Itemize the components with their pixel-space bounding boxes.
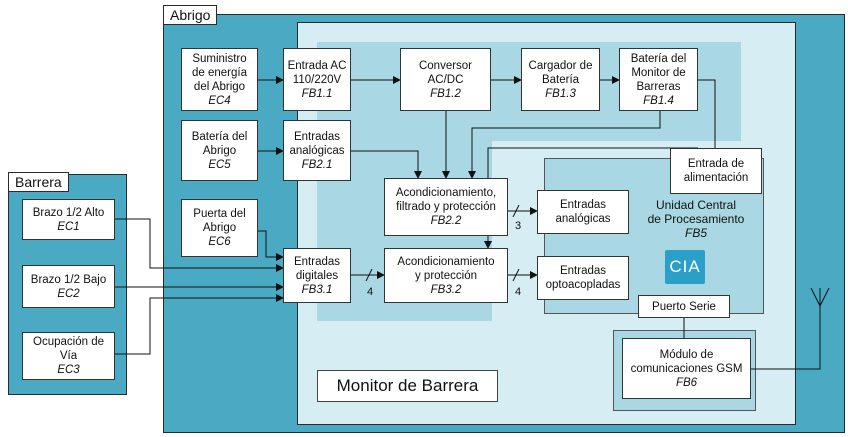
fb11-line-2: 110/220V <box>292 73 342 86</box>
cpu-title-line-2: de Procesamiento <box>647 212 745 226</box>
bus-label-fb32: 4 <box>515 286 522 298</box>
fb32-code: FB3.2 <box>430 283 462 296</box>
fb14-block: Batería del Monitor de Barreras FB1.4 <box>619 48 698 111</box>
fb14-code: FB1.4 <box>643 94 674 107</box>
fb31-code: FB3.1 <box>301 283 333 296</box>
cpu-title: Unidad Central de Procesamiento FB5 <box>638 198 754 240</box>
cpu-entradas-optoacopladas: Entradas optoacopladas <box>537 256 629 300</box>
fb12-code: FB1.2 <box>430 87 461 100</box>
cpu-analog-line-2: analógicas <box>555 213 611 225</box>
ec2-block: Brazo 1/2 Bajo EC2 <box>22 265 115 308</box>
fb12-line-1: Conversor <box>418 59 473 72</box>
ec3-code: EC3 <box>57 364 80 376</box>
fb13-code: FB1.3 <box>545 87 576 100</box>
fb21-line-2: analógicas <box>289 144 345 157</box>
cpu-analog-line-1: Entradas <box>559 199 607 211</box>
fb11-block: Entrada AC 110/220V FB1.1 <box>283 48 351 111</box>
ec4-block: Suministro de energía del Abrigo EC4 <box>181 48 258 111</box>
ec5-line-2: Abrigo <box>202 144 237 157</box>
fb6-code: FB6 <box>675 376 698 389</box>
abrigo-title: Abrigo <box>163 5 218 25</box>
ec6-line-1: Puerta del <box>193 208 246 220</box>
cpu-title-line-1: Unidad Central <box>655 198 737 212</box>
bus-label-fb22: 3 <box>515 220 522 232</box>
ec4-code: EC4 <box>208 94 231 107</box>
fb32-block: Acondicionamiento y protección FB3.2 <box>384 248 508 303</box>
fb21-code: FB2.1 <box>301 158 333 171</box>
bus-label-fb31: 4 <box>367 286 374 298</box>
cia-logo: CIA <box>665 250 705 284</box>
cpu-opto-line-2: optoacopladas <box>545 279 621 291</box>
entrada-alimentacion-line-1: Entrada de <box>687 158 745 170</box>
ec1-line-1: Brazo 1/2 Alto <box>32 206 105 219</box>
fb22-line-2: filtrado y protección <box>396 201 496 213</box>
fb12-line-2: AC/DC <box>427 73 464 86</box>
fb12-block: Conversor AC/DC FB1.2 <box>400 48 491 111</box>
antenna-icon <box>810 286 830 308</box>
fb32-line-1: Acondicionamiento <box>397 255 495 268</box>
fb22-block: Acondicionamiento, filtrado y protección… <box>384 178 508 236</box>
ec4-line-2: de energía <box>192 66 247 79</box>
fb13-block: Cargador de Batería FB1.3 <box>521 48 600 111</box>
fb14-line-2: Monitor de <box>631 66 686 79</box>
ec2-code: EC2 <box>57 287 80 300</box>
ec2-line-1: Brazo 1/2 Bajo <box>30 273 107 286</box>
monitor-title-text: Monitor de Barrera <box>336 376 479 395</box>
cpu-code: FB5 <box>684 226 707 240</box>
cia-logo-text: CIA <box>669 257 701 276</box>
fb13-line-2: Batería <box>541 73 580 86</box>
fb11-line-1: Entrada AC <box>287 59 347 72</box>
fb32-line-2: y protección <box>414 269 477 282</box>
barrera-title: Barrera <box>8 172 69 192</box>
fb31-line-2: digitales <box>295 269 339 282</box>
monitor-title: Monitor de Barrera <box>317 370 498 402</box>
ec5-line-1: Batería del <box>191 130 248 143</box>
ec3-block: Ocupación de Vía EC3 <box>22 332 115 380</box>
cpu-entradas-analogicas: Entradas analógicas <box>537 190 629 234</box>
ec4-line-3: del Abrigo <box>193 80 246 93</box>
fb31-block: Entradas digitales FB3.1 <box>283 248 351 303</box>
fb14-line-1: Batería del <box>630 52 687 65</box>
puerto-serie-block: Puerto Serie <box>638 295 730 318</box>
fb6-line-2: comunicaciones GSM <box>630 362 743 375</box>
fb14-line-3: Barreras <box>636 80 681 93</box>
fb22-line-1: Acondicionamiento, <box>395 187 497 199</box>
puerto-serie-label: Puerto Serie <box>652 300 716 313</box>
ec4-line-1: Suministro <box>192 52 247 65</box>
entrada-alimentacion-line-2: alimentación <box>683 172 749 184</box>
fb11-code: FB1.1 <box>301 87 333 100</box>
ec1-block: Brazo 1/2 Alto EC1 <box>22 199 115 240</box>
fb21-block: Entradas analógicas FB2.1 <box>283 120 351 181</box>
ec5-code: EC5 <box>208 158 231 171</box>
fb13-line-1: Cargador de <box>528 59 593 72</box>
entrada-alimentacion-block: Entrada de alimentación <box>670 148 762 194</box>
ec3-line-2: Vía <box>59 350 78 362</box>
ec6-line-2: Abrigo <box>202 222 237 234</box>
cpu-opto-line-1: Entradas <box>559 265 607 277</box>
fb21-line-1: Entradas <box>293 130 341 143</box>
fb22-code: FB2.2 <box>430 215 462 227</box>
ec6-code: EC6 <box>208 236 231 248</box>
ec3-line-1: Ocupación de <box>33 336 104 348</box>
ec6-block: Puerta del Abrigo EC6 <box>181 199 258 257</box>
fb31-line-1: Entradas <box>293 255 341 268</box>
fb6-block: Módulo de comunicaciones GSM FB6 <box>622 338 751 399</box>
fb6-line-1: Módulo de <box>659 348 714 361</box>
ec1-code: EC1 <box>57 220 80 233</box>
ec5-block: Batería del Abrigo EC5 <box>181 120 258 181</box>
